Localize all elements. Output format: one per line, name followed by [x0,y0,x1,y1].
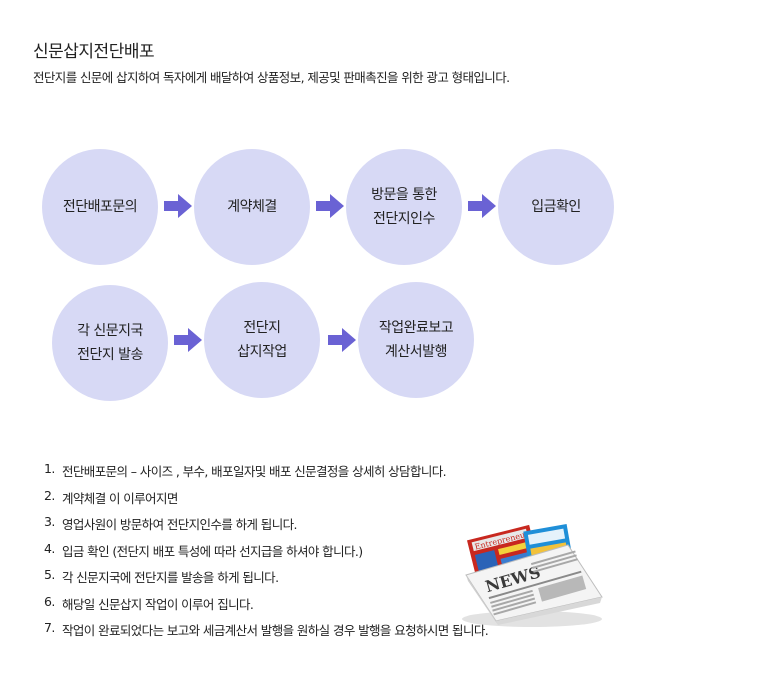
steps-list: 1.전단배포문의 – 사이즈 , 부수, 배포일자및 배포 신문결정을 상세히 … [44,461,489,647]
list-item: 3.영업사원이 방문하여 전단지인수를 하게 됩니다. [44,514,297,532]
list-item: 2.계약체결 이 이루어지면 [44,487,178,506]
list-item: 5.각 신문지국에 전단지를 발송을 하게 됩니다. [44,567,279,585]
step-circle-report-invoice: 작업완료보고 계산서발행 [358,282,474,398]
page-title: 신문삽지전단배포 [33,42,155,62]
step-circle-insert-work: 전단지 삽지작업 [204,282,320,398]
right-arrow-icon [468,194,496,218]
step-circle-contract: 계약체결 [194,149,310,265]
right-arrow-icon [328,328,356,352]
list-item: 7.작업이 완료되었다는 보고와 세금계산서 발행을 원하실 경우 발행을 요청… [44,620,489,638]
right-arrow-icon [174,328,202,352]
right-arrow-icon [316,194,344,218]
step-circle-visit-pickup: 방문을 통한 전단지인수 [346,149,462,265]
newspaper-icon: Entrepreneur NEWS [462,523,603,627]
right-arrow-icon [164,194,192,218]
list-item: 6.해당일 신문삽지 작업이 이루어 집니다. [44,593,254,612]
page-subtitle: 전단지를 신문에 삽지하여 독자에게 배달하여 상품정보, 제공및 판매촉진을 … [33,70,510,85]
step-circle-payment: 입금확인 [498,149,614,265]
step-circle-dispatch: 각 신문지국 전단지 발송 [52,285,168,401]
list-item: 1.전단배포문의 – 사이즈 , 부수, 배포일자및 배포 신문결정을 상세히 … [44,461,447,479]
step-circle-inquiry: 전단배포문의 [42,149,158,265]
list-item: 4.입금 확인 (전단지 배포 특성에 따라 선지급을 하셔야 합니다.) [44,540,363,559]
